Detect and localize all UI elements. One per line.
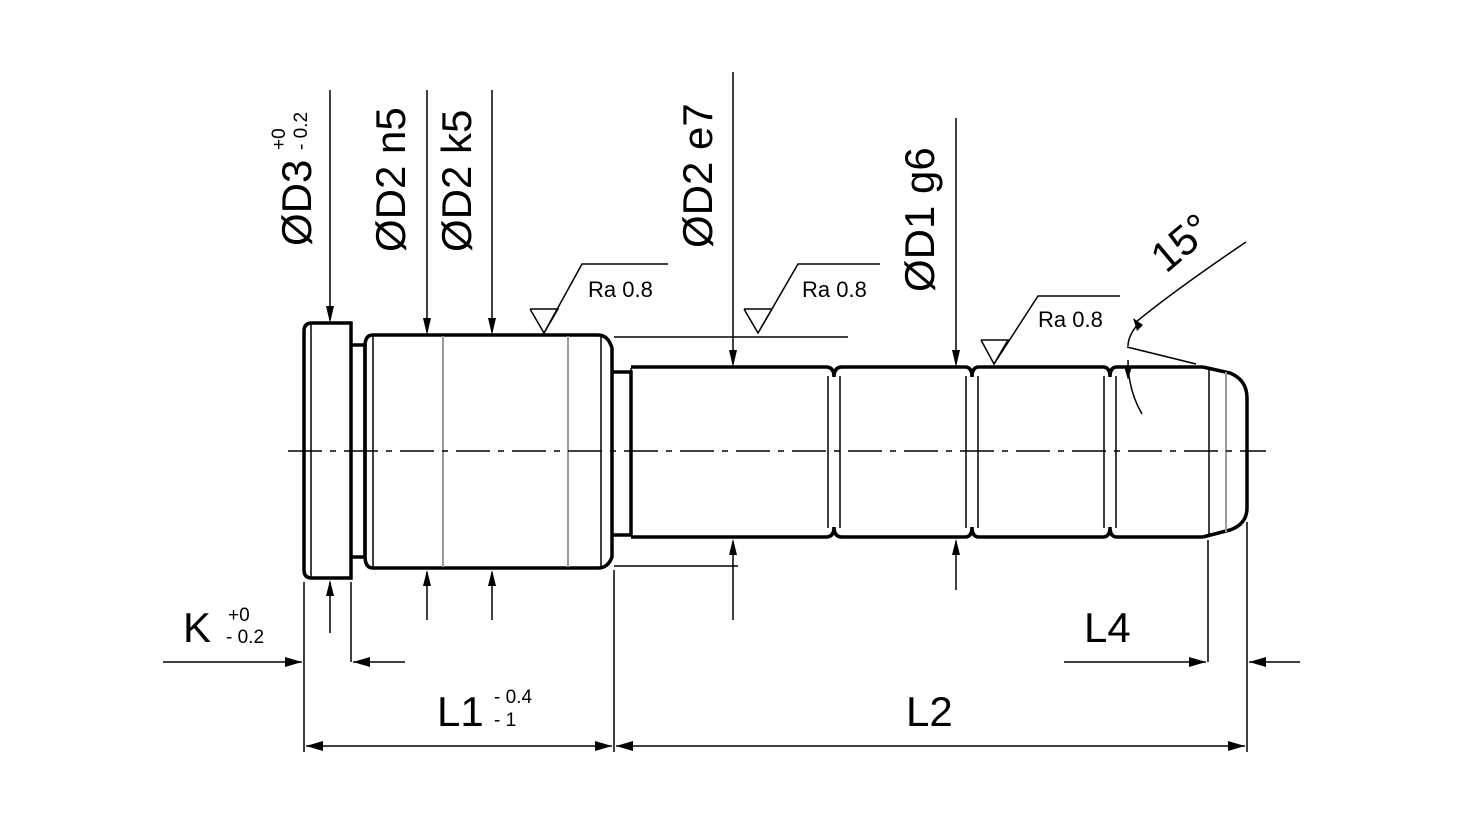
label-d2-e7: ØD2 e7 [674,103,721,248]
shaft-bottom-edge [631,526,1203,539]
k-dimension [163,657,405,667]
label-d2-n5: ØD2 n5 [367,107,414,252]
head-flange [302,321,353,580]
shaft-top-edge [631,365,1203,378]
label-ra-3: Ra 0.8 [1038,307,1103,332]
label-ra-2: Ra 0.8 [802,277,867,302]
l1-dimension [306,741,612,751]
relief-groove [612,370,633,537]
label-k: K [183,604,211,651]
surface-finish-2 [743,263,880,335]
label-l2: L2 [906,688,953,735]
taper-angle-annotation [1124,241,1247,415]
surface-finish-1 [529,263,668,335]
label-l1: L1 [437,688,484,735]
guide-pin-outline [302,321,1249,580]
label-l1-tol-lower: - 1 [494,710,516,731]
large-body [363,333,614,570]
surface-finish-3 [980,295,1120,366]
label-k-tol-upper: +0 [228,605,250,626]
label-taper-angle: 15° [1142,204,1221,281]
extension-lines [303,336,1248,752]
tapered-tip [1202,365,1249,539]
label-l4: L4 [1084,604,1131,651]
label-k-tol-lower: - 0.2 [226,627,264,648]
label-ra-1: Ra 0.8 [588,277,653,302]
diameter-leaders-top [326,72,960,367]
l4-dimension [1064,657,1300,667]
diameter-leaders-bottom [326,539,960,633]
label-d3-tol-lower: - 0.2 [291,112,312,150]
l2-dimension [616,741,1245,751]
label-d2-k5: ØD2 k5 [433,110,480,252]
label-d3-tol-upper: +0 [269,128,290,150]
label-l1-tol-upper: - 0.4 [494,687,532,708]
label-d1-g6: ØD1 g6 [896,147,943,292]
label-d3: ØD3 [273,160,320,246]
